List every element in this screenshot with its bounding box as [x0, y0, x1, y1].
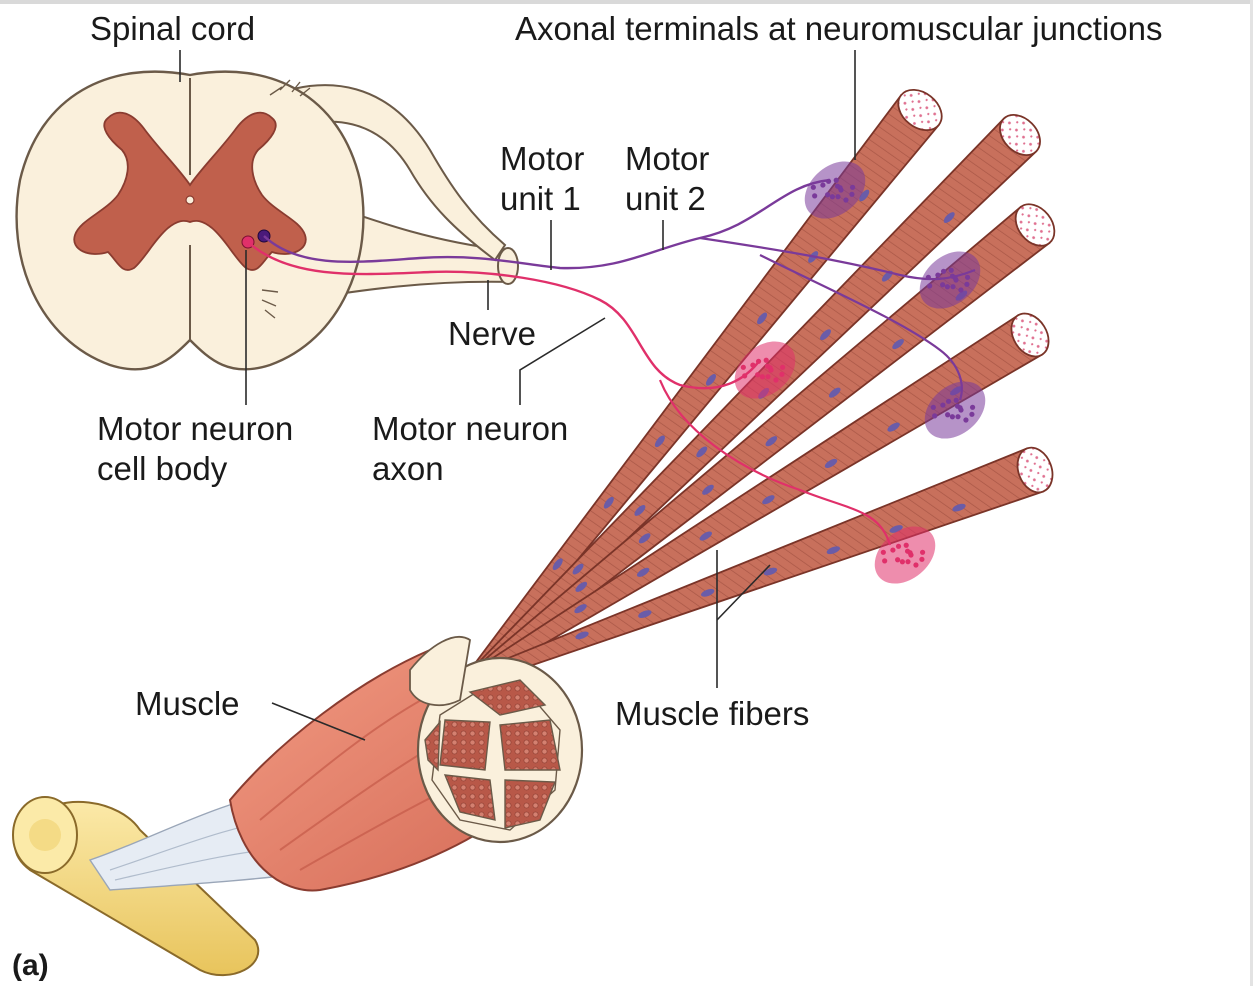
nmj-terminal-bouton	[950, 414, 955, 419]
label-axon-line1: Motor neuron	[372, 410, 568, 447]
nmj-terminal-bouton	[958, 287, 963, 292]
nmj-terminal-bouton	[812, 193, 817, 198]
nmj-terminal-bouton	[765, 364, 770, 369]
nmj-terminal-bouton	[896, 544, 901, 549]
label-motor-unit-2-line1: Motor	[625, 140, 709, 177]
nmj-terminal-bouton	[760, 374, 765, 379]
nmj-terminal-bouton	[895, 557, 900, 562]
label-muscle: Muscle	[135, 685, 240, 722]
label-axon-line2: axon	[372, 450, 444, 487]
label-nerve: Nerve	[448, 315, 536, 352]
nmj-terminal-bouton	[882, 558, 887, 563]
nmj-terminal-bouton	[964, 282, 969, 287]
nmj-terminal-bouton	[779, 372, 784, 377]
nmj-terminal-bouton	[825, 192, 830, 197]
nmj-terminal-bouton	[970, 405, 975, 410]
nmj-terminal-bouton	[843, 197, 848, 202]
nmj-terminal-bouton	[849, 192, 854, 197]
nmj-terminal-bouton	[940, 282, 945, 287]
nmj-terminal-bouton	[764, 358, 769, 363]
muscle-and-tendon	[13, 637, 582, 975]
label-cell-body-line2: cell body	[97, 450, 228, 487]
label-muscle-fibers: Muscle fibers	[615, 695, 809, 732]
nmj-terminal-bouton	[935, 272, 940, 277]
nmj-terminal-bouton	[900, 559, 905, 564]
nmj-terminal-bouton	[904, 543, 909, 548]
nmj-terminal-bouton	[905, 559, 910, 564]
nmj-terminal-bouton	[913, 562, 918, 567]
label-cell-body-line1: Motor neuron	[97, 410, 293, 447]
nmj-terminal-bouton	[955, 414, 960, 419]
nmj-terminal-bouton	[881, 550, 886, 555]
nmj-terminal-bouton	[965, 275, 970, 280]
label-panel-letter: (a)	[12, 949, 49, 982]
nmj-terminal-bouton	[931, 405, 936, 410]
nmj-terminal-bouton	[963, 417, 968, 422]
nmj-terminal-bouton	[940, 402, 945, 407]
nmj-terminal-bouton	[946, 399, 951, 404]
label-spinal-cord: Spinal cord	[90, 10, 255, 47]
nmj-terminal-bouton	[850, 185, 855, 190]
nmj-terminal-bouton	[941, 269, 946, 274]
nmj-terminal-bouton	[834, 178, 839, 183]
nmj-terminal-bouton	[765, 374, 770, 379]
nmj-terminal-bouton	[945, 412, 950, 417]
nmj-terminal-bouton	[945, 284, 950, 289]
nmj-terminal-bouton	[811, 185, 816, 190]
nmj-terminal-bouton	[932, 413, 937, 418]
nmj-terminal-bouton	[919, 557, 924, 562]
nmj-terminal-bouton	[927, 283, 932, 288]
nmj-terminal-bouton	[820, 182, 825, 187]
label-motor-unit-1-line2: unit 1	[500, 180, 581, 217]
label-motor-unit-1-line1: Motor	[500, 140, 584, 177]
label-motor-unit-2-line2: unit 2	[625, 180, 706, 217]
label-axonal-terminals: Axonal terminals at neuromuscular juncti…	[515, 10, 1162, 47]
nmj-terminal-bouton	[835, 194, 840, 199]
spinal-cord	[17, 72, 518, 370]
nmj-terminal-bouton	[954, 398, 959, 403]
nmj-terminal-bouton	[773, 377, 778, 382]
nmj-terminal-bouton	[780, 365, 785, 370]
nmj-terminal-bouton	[835, 184, 840, 189]
nmj-terminal-bouton	[890, 547, 895, 552]
nmj-terminal-bouton	[949, 268, 954, 273]
nmj-terminal-bouton	[830, 194, 835, 199]
nmj-terminal-bouton	[969, 412, 974, 417]
nmj-terminal-bouton	[950, 284, 955, 289]
nmj-terminal-bouton	[741, 365, 746, 370]
nmj-terminal-bouton	[920, 550, 925, 555]
nmj-terminal-bouton	[755, 372, 760, 377]
nmj-terminal-bouton	[905, 549, 910, 554]
nmj-terminal-bouton	[955, 404, 960, 409]
